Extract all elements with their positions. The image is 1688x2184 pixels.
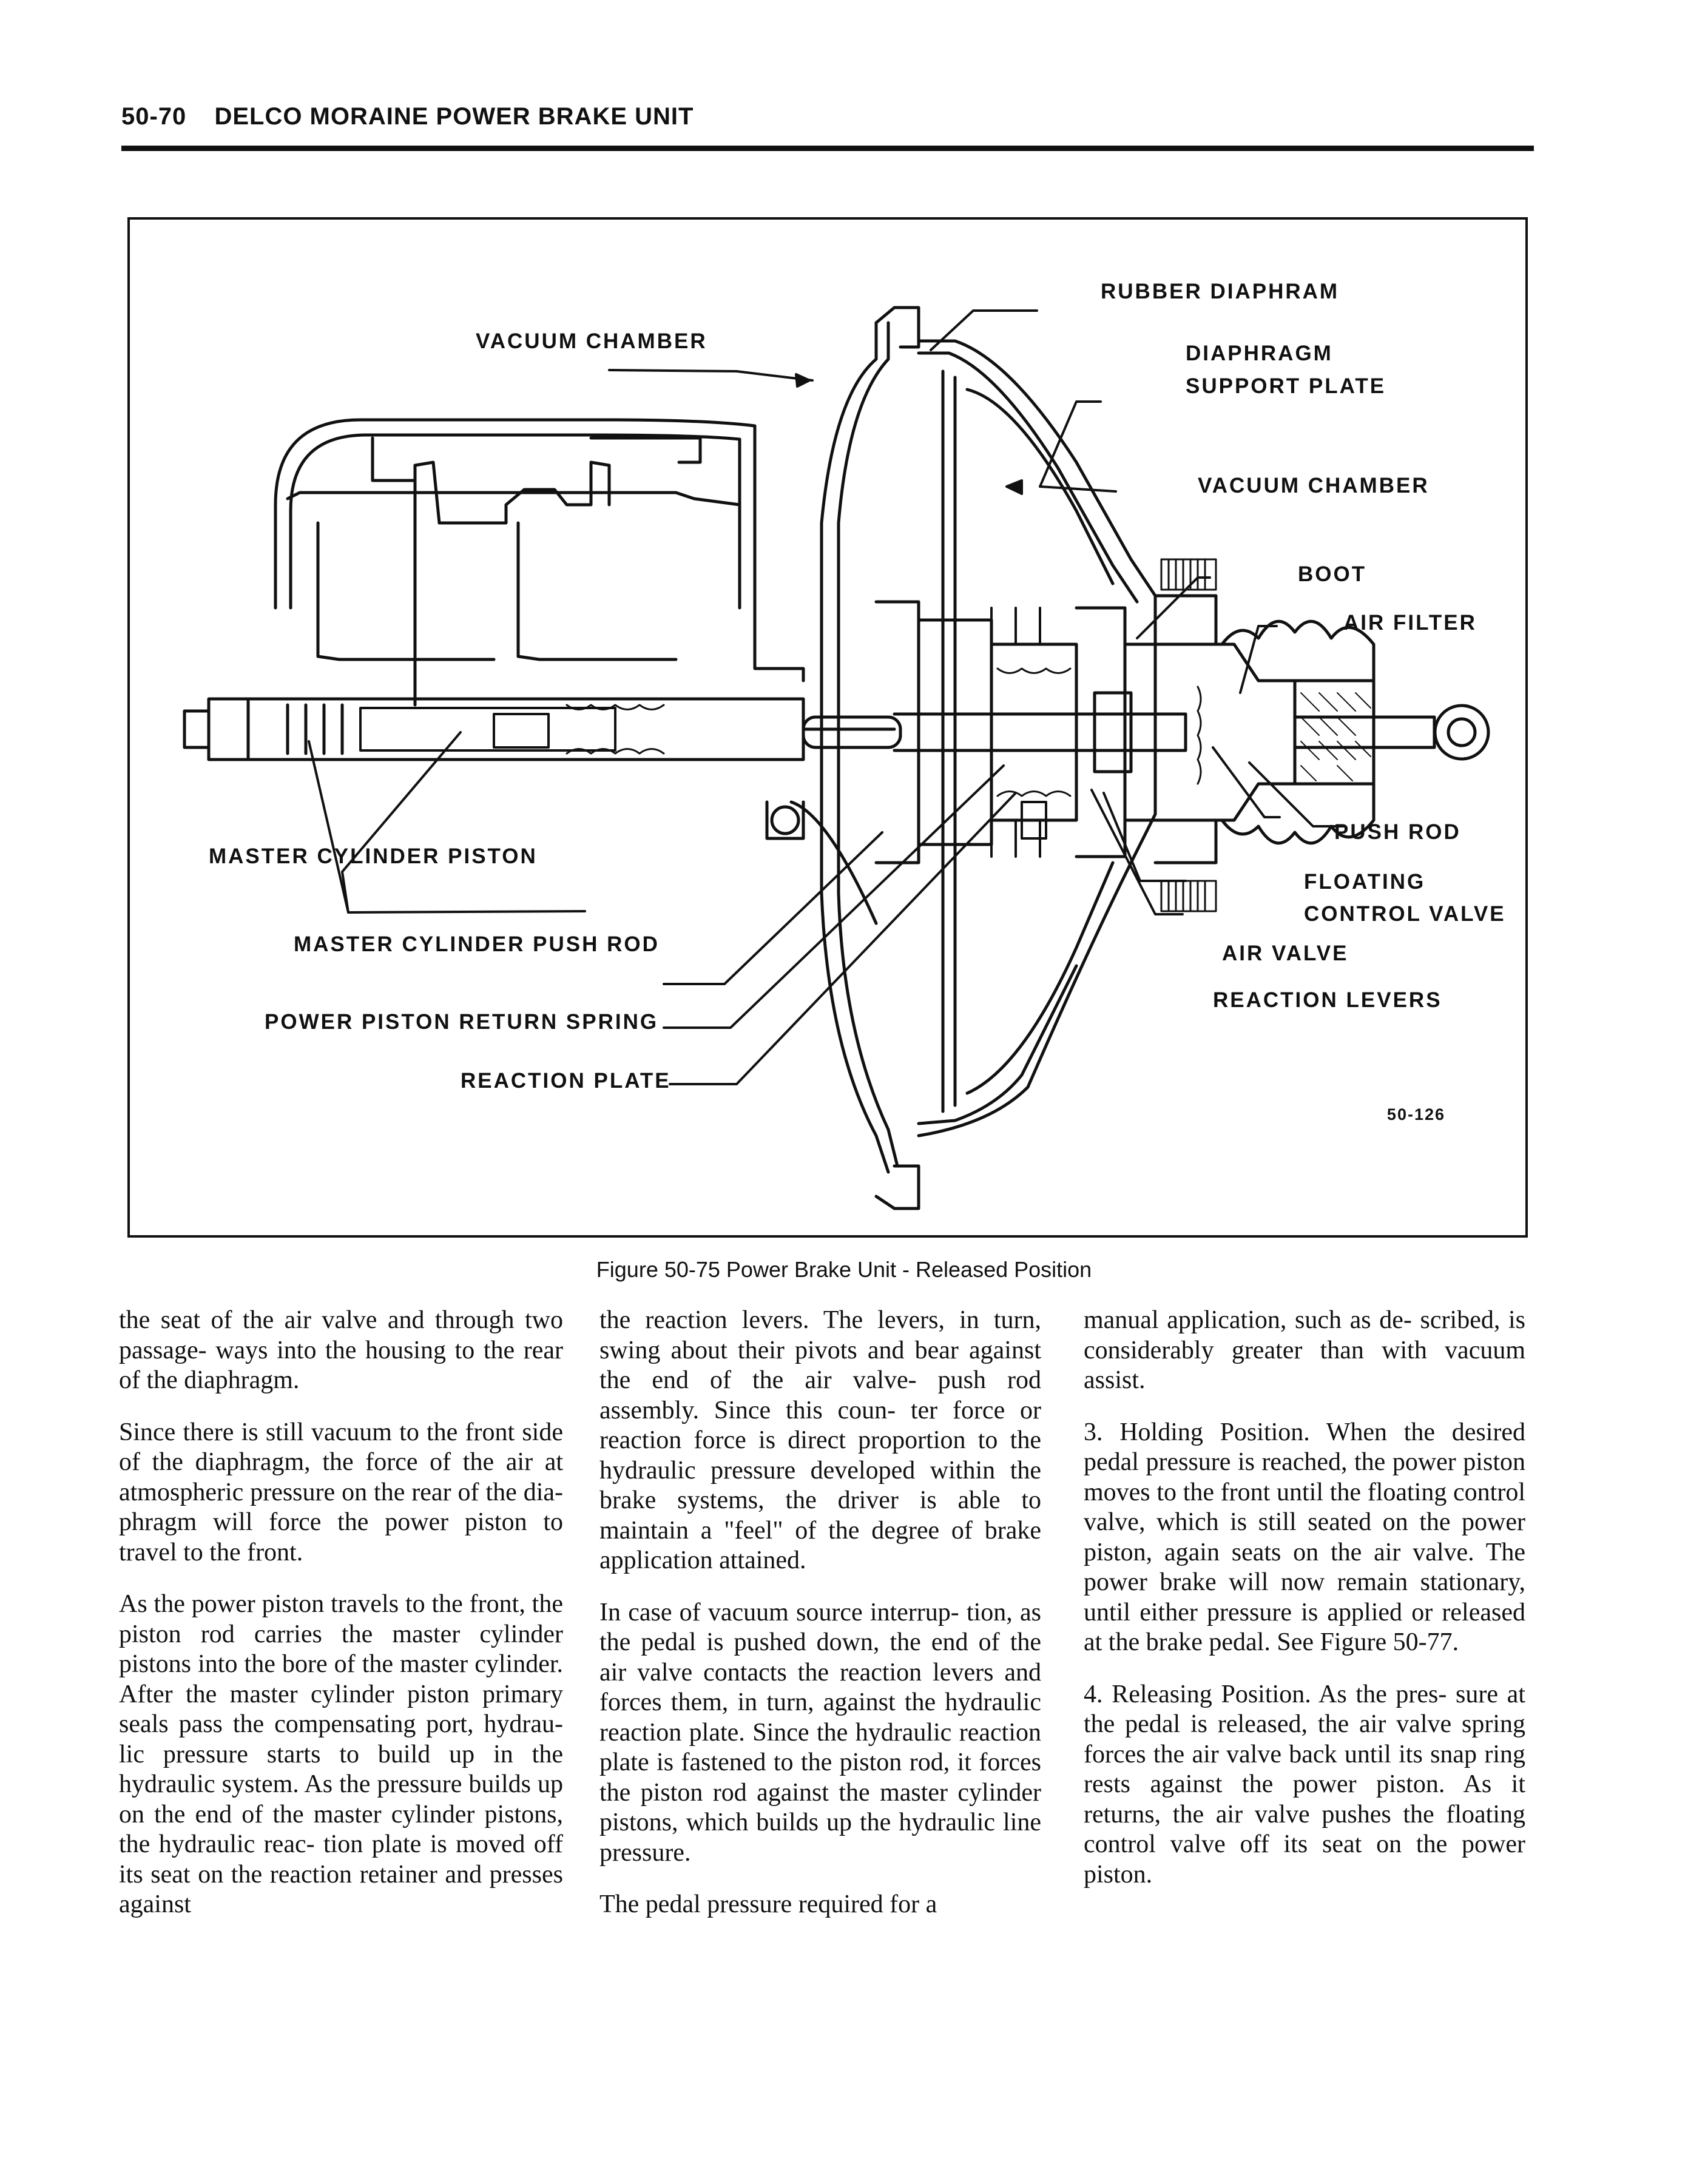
callout-support-plate-label: SUPPORT PLATE bbox=[1186, 374, 1386, 398]
callout-master-cylinder-piston: MASTER CYLINDER PISTON bbox=[209, 844, 538, 868]
leader-lines bbox=[308, 309, 1345, 1085]
power-piston-hub bbox=[874, 600, 1127, 864]
paragraph: The pedal pressure required for a bbox=[599, 1890, 937, 1918]
callout-floating-label: FLOATING bbox=[1304, 870, 1426, 894]
text-column-3: manual application, such as de- scribed,… bbox=[1084, 1306, 1525, 1912]
paragraph: manual application, such as de- scribed,… bbox=[1084, 1306, 1525, 1394]
callout-reaction-levers: REACTION LEVERS bbox=[1213, 988, 1442, 1012]
callout-diaphragm-label: DIAPHRAGM bbox=[1186, 342, 1333, 365]
callout-vacuum-chamber-front: VACUUM CHAMBER bbox=[476, 329, 707, 353]
master-cylinder-reservoir bbox=[274, 418, 805, 707]
return-spring bbox=[996, 667, 1072, 797]
text-column-2: the reaction levers. The levers, in turn… bbox=[599, 1306, 1041, 1942]
callout-master-cylinder-push-rod: MASTER CYLINDER PUSH ROD bbox=[294, 932, 660, 956]
piston-rod bbox=[802, 691, 1187, 774]
figure-box: RUBBER DIAPHRAM VACUUM CHAMBER DIAPHRAGM… bbox=[127, 217, 1528, 1238]
page-header: 50-70 DELCO MORAINE POWER BRAKE UNIT bbox=[121, 103, 694, 130]
callout-vacuum-chamber-rear: VACUUM CHAMBER bbox=[1198, 474, 1430, 497]
push-rod-assembly bbox=[1293, 704, 1490, 761]
figure-caption: Figure 50-75 Power Brake Unit - Released… bbox=[596, 1257, 1092, 1282]
callout-control-valve-label: CONTROL VALVE bbox=[1304, 902, 1506, 926]
paragraph: Since there is still vacuum to the front… bbox=[119, 1418, 563, 1566]
callout-power-piston-return-spring: POWER PISTON RETURN SPRING bbox=[265, 1010, 659, 1034]
paragraph: 4. Releasing Position. As the pres- sure… bbox=[1084, 1680, 1525, 1889]
figure-code: 50-126 bbox=[1386, 1105, 1445, 1124]
booster-rear-shell bbox=[917, 339, 1157, 1138]
callout-boot: BOOT bbox=[1298, 562, 1367, 586]
section-title: DELCO MORAINE POWER BRAKE UNIT bbox=[214, 103, 694, 130]
booster-front-shell bbox=[820, 306, 920, 1210]
master-cylinder-bore bbox=[183, 697, 896, 925]
callout-air-valve: AIR VALVE bbox=[1222, 942, 1349, 965]
callout-rubber-diaphragm: RUBBER DIAPHRAM bbox=[1101, 280, 1340, 303]
callout-air-filter: AIR FILTER bbox=[1343, 611, 1477, 635]
brake-unit-diagram bbox=[183, 306, 1490, 1210]
paragraph: the seat of the air valve and through tw… bbox=[119, 1306, 563, 1394]
boot bbox=[1220, 619, 1376, 845]
header-rule bbox=[121, 146, 1534, 151]
paragraph: In case of vacuum source interrup- tion,… bbox=[599, 1598, 1041, 1867]
paragraph: the reaction levers. The levers, in turn… bbox=[599, 1306, 1041, 1574]
callout-reaction-plate: REACTION PLATE bbox=[461, 1069, 671, 1093]
paragraph: As the power piston travels to the front… bbox=[119, 1590, 563, 1918]
paragraph: 3. Holding Position. When the desired pe… bbox=[1084, 1418, 1525, 1657]
diaphragm-support-plate bbox=[941, 369, 1115, 1113]
air-filter bbox=[1293, 679, 1376, 786]
mounting-studs bbox=[1160, 558, 1217, 912]
callout-push-rod: PUSH ROD bbox=[1334, 820, 1461, 844]
text-column-1: the seat of the air valve and through tw… bbox=[119, 1306, 563, 1942]
page-number: 50-70 bbox=[121, 103, 187, 130]
